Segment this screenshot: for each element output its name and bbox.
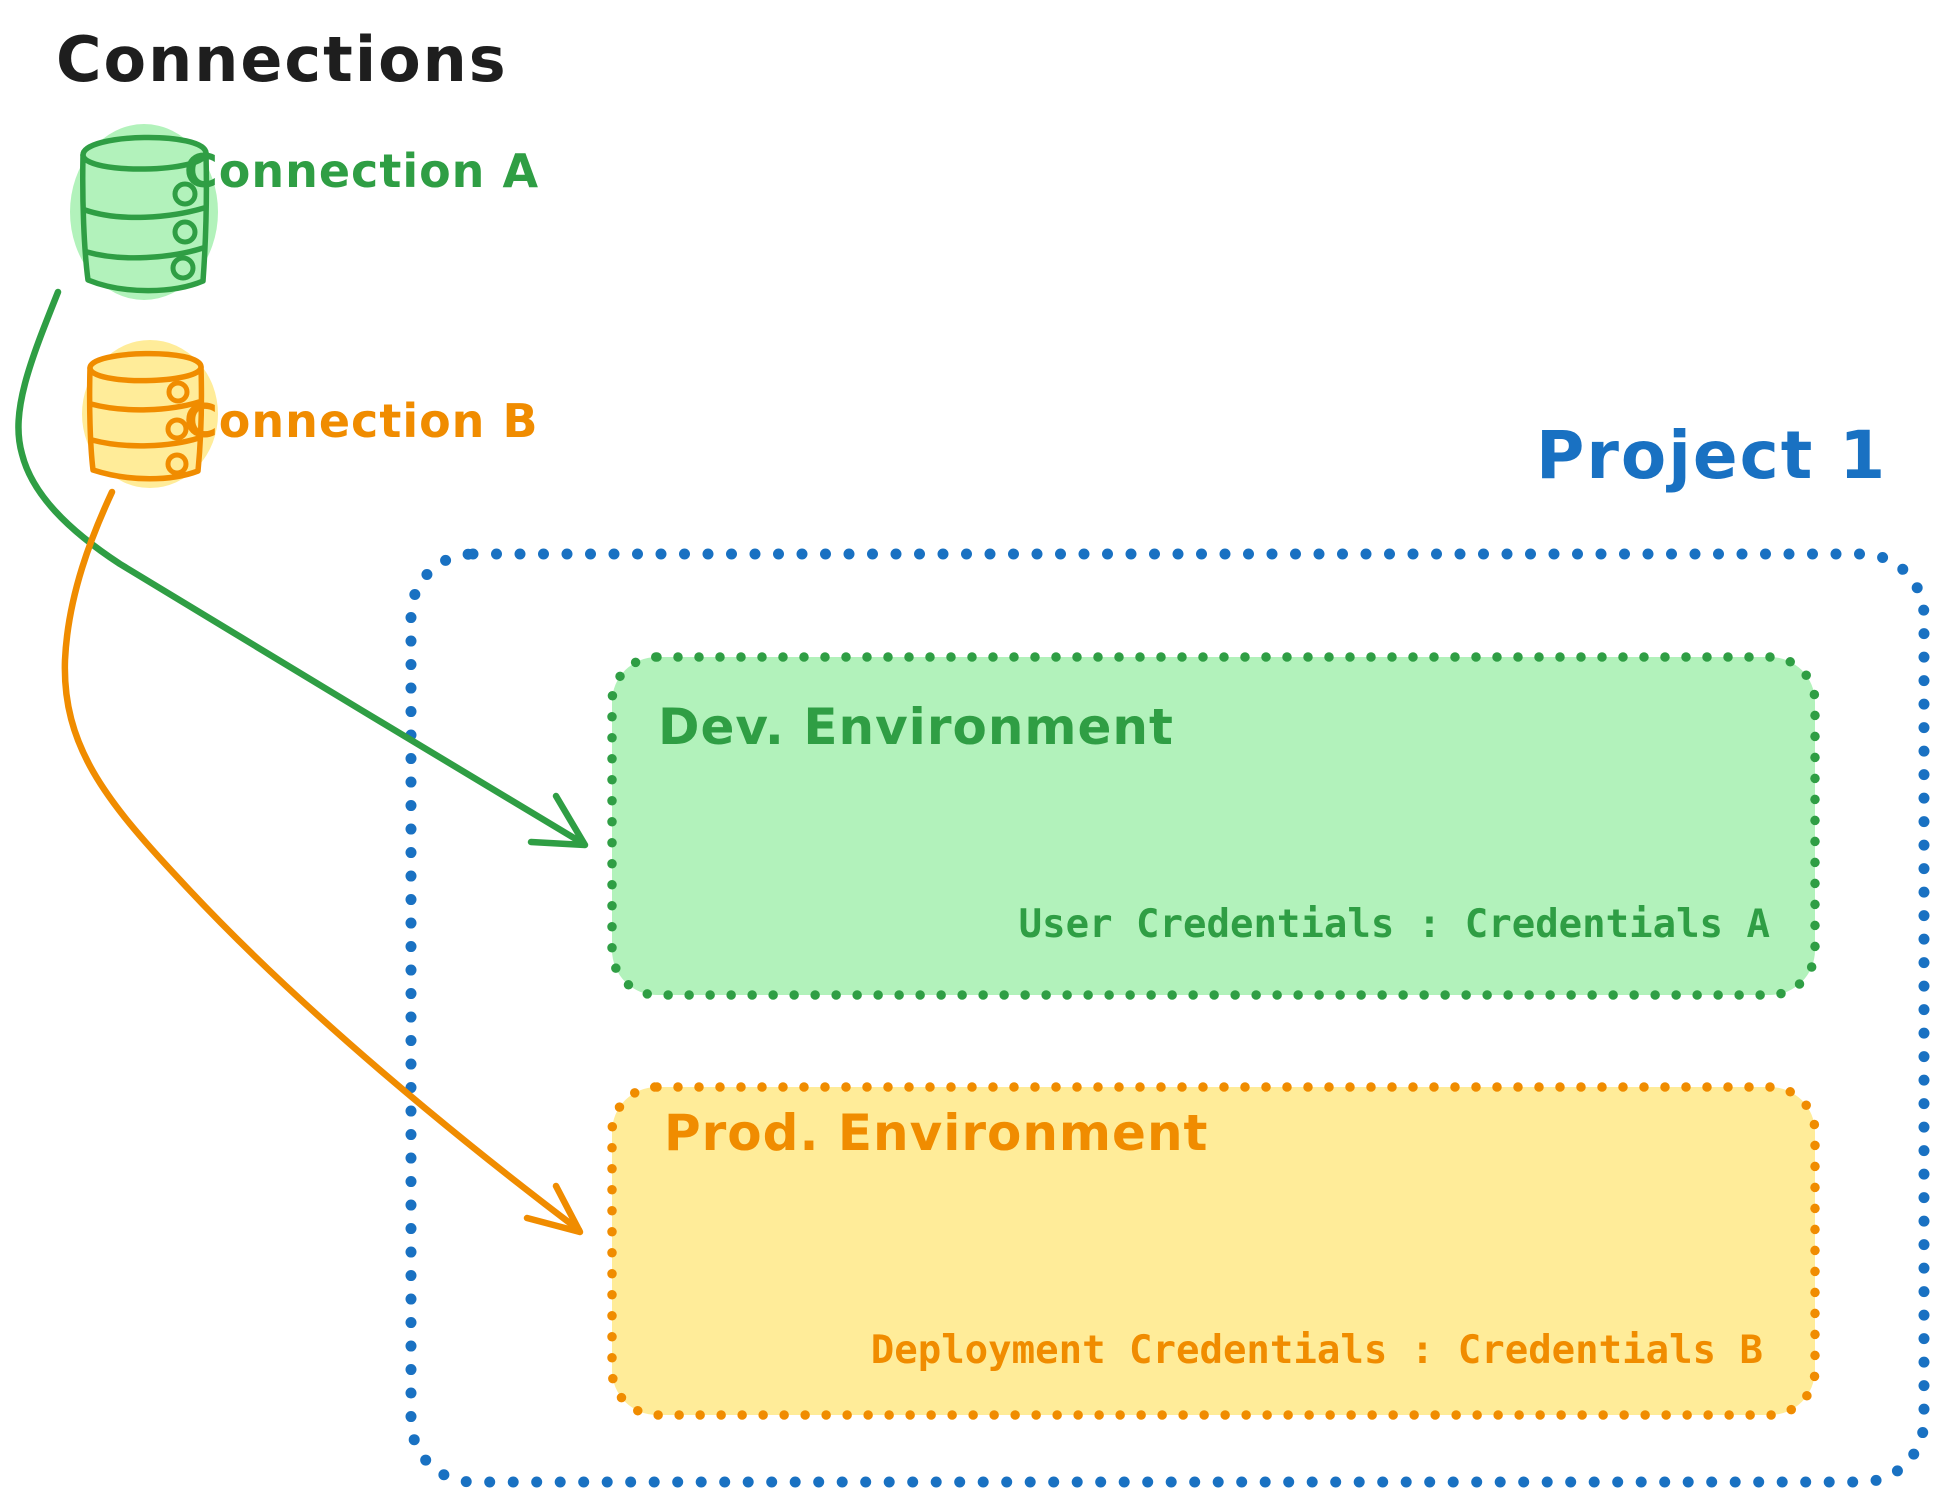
arrow-connection-b-to-prod <box>61 488 584 1236</box>
database-icon-connection-b <box>82 340 218 488</box>
database-icon-connection-a <box>70 124 218 300</box>
dev-credentials-text: User Credentials : Credentials A <box>1018 902 1770 947</box>
project-box <box>405 548 1930 1488</box>
arrow-connection-a-to-dev <box>15 288 589 849</box>
dev-environment-label: Dev. Environment <box>658 698 1174 756</box>
diagram-title: Connections <box>56 23 508 96</box>
arrowhead <box>527 792 589 849</box>
connection-a-label: Connection A <box>184 144 540 198</box>
project-title: Project 1 <box>1536 417 1888 494</box>
connection-b-label: Connection B <box>184 394 539 448</box>
prod-credentials-text: Deployment Credentials : Credentials B <box>870 1328 1763 1373</box>
arrowhead <box>523 1182 584 1236</box>
prod-environment-label: Prod. Environment <box>664 1104 1209 1162</box>
prod-environment-box <box>607 1082 1820 1420</box>
dev-environment-box <box>607 652 1820 1000</box>
